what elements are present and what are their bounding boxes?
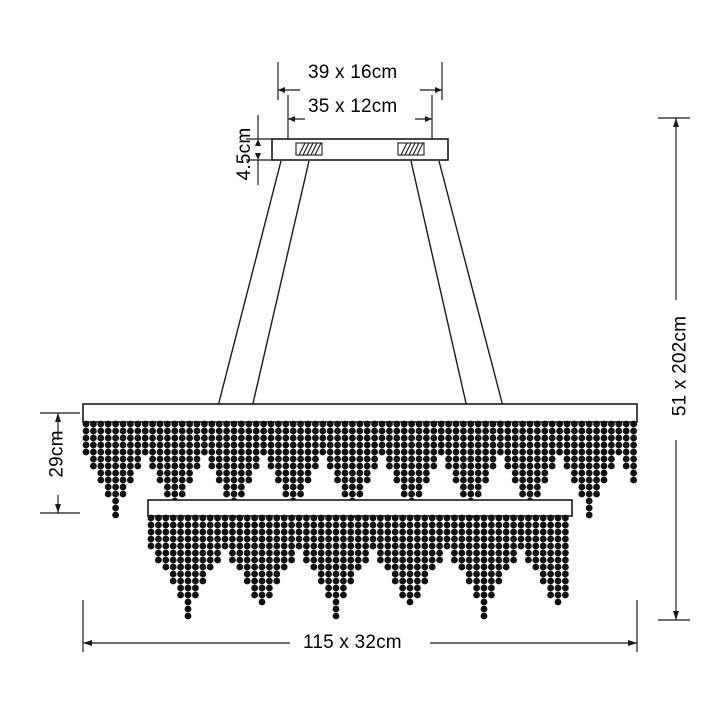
crystal-bead-strands xyxy=(82,420,637,519)
canopy-height-dimension-line xyxy=(246,115,272,185)
canopy-hatch-left xyxy=(295,142,323,156)
tier-height-dimension-line xyxy=(40,412,80,514)
top-outer-dimension-line xyxy=(277,62,443,100)
label-top-outer: 39 x 16cm xyxy=(308,62,398,83)
suspension-cables xyxy=(215,160,506,415)
top-inner-dimension-line xyxy=(287,95,433,140)
label-tier-height: 29cm xyxy=(46,430,68,478)
canopy-hatch-right xyxy=(397,142,425,156)
label-top-inner: 35 x 12cm xyxy=(308,96,398,117)
overall-height-dimension-line xyxy=(658,117,690,621)
label-bottom-width: 115 x 32cm xyxy=(303,632,402,653)
bottom-width-dimension-line xyxy=(82,600,638,652)
lower-tier-frame xyxy=(147,499,573,517)
label-overall-height: 51 x 202cm xyxy=(669,315,691,417)
crystal-bead-strands-lower xyxy=(147,514,569,620)
label-canopy-height: 4.5cm xyxy=(234,127,255,181)
upper-tier-frame xyxy=(82,403,638,423)
